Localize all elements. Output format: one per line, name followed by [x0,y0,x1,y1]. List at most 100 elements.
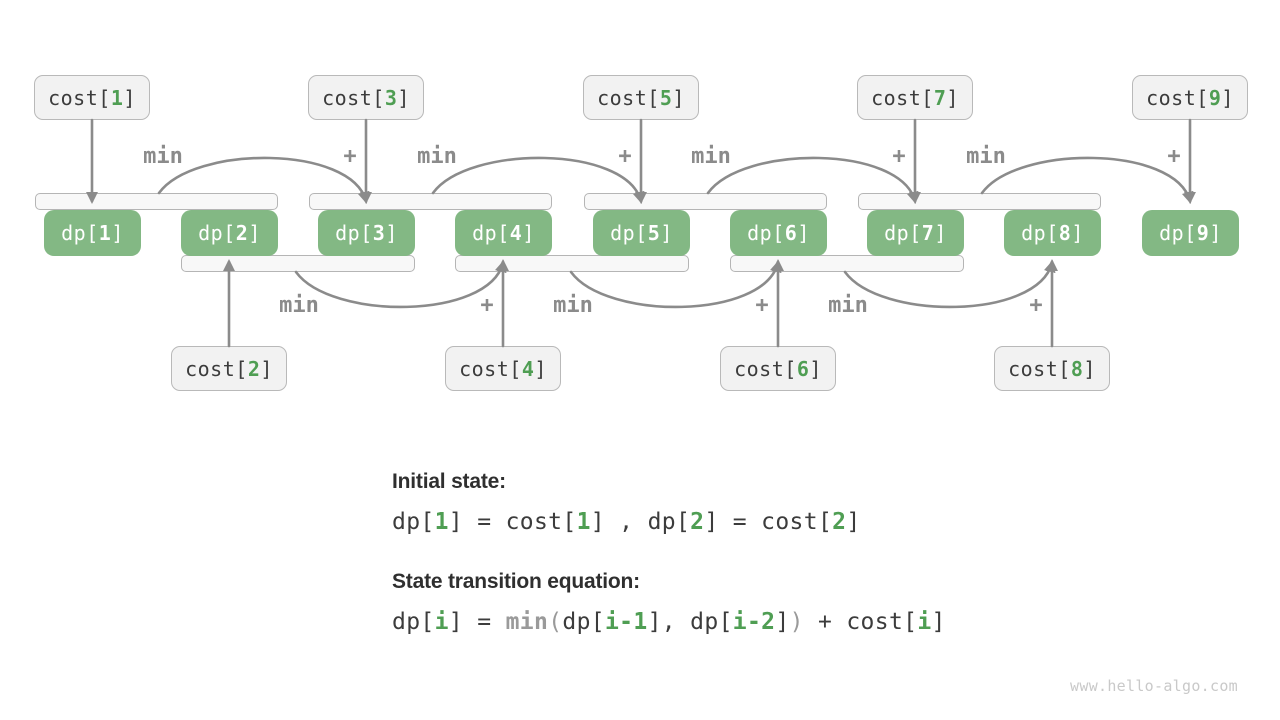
dp-box-6: dp[6] [730,210,827,256]
label-suffix: ] [260,356,273,381]
label-prefix: dp[ [472,221,510,245]
equation-segment: i-2 [732,609,776,635]
cost-box-3: cost[3] [308,75,424,120]
equation-segment: 2 [832,509,847,535]
label-prefix: cost[ [459,356,522,381]
label-prefix: dp[ [610,221,648,245]
label-prefix: dp[ [335,221,373,245]
equation-segment: + cost[ [803,609,918,635]
group-strip-dp4-dp5 [455,255,689,272]
label-prefix: cost[ [871,85,934,110]
min-label: min [279,293,319,318]
label-num: 1 [110,85,124,110]
cost-box-8: cost[8] [994,346,1110,391]
label-prefix: dp[ [1021,221,1059,245]
label-suffix: ] [797,221,810,245]
label-prefix: cost[ [1008,356,1071,381]
label-suffix: ] [1221,85,1234,110]
cost-box-4: cost[4] [445,346,561,391]
label-prefix: cost[ [48,85,111,110]
label-num: 1 [98,221,112,245]
label-prefix: cost[ [185,356,248,381]
equation-segment: ] = cost[ [448,509,577,535]
label-num: 8 [1070,356,1084,381]
plus-label: + [1167,144,1181,169]
dp-box-2: dp[2] [181,210,278,256]
label-suffix: ] [1209,221,1222,245]
equation-segment: ] = cost[ [704,509,833,535]
transition-heading: State transition equation: [392,570,640,593]
dp-cost-diagram: cost[1] cost[3] cost[5] cost[7] cost[9] … [34,75,1248,391]
dp-box-3: dp[3] [318,210,415,256]
label-suffix: ] [934,221,947,245]
initial-state-heading: Initial state: [392,470,506,493]
label-suffix: ] [534,356,547,381]
label-num: 2 [247,356,261,381]
group-strip-dp5-dp6 [584,193,827,210]
plus-label: + [892,144,906,169]
equation-segment: ] [931,609,946,635]
label-num: 4 [521,356,535,381]
equation-segment: ], dp[ [647,609,733,635]
plus-label: + [343,144,357,169]
label-prefix: dp[ [61,221,99,245]
plus-label: + [618,144,632,169]
initial-state-equation: dp[1] = cost[1] , dp[2] = cost[2] [392,509,861,535]
label-num: 6 [784,221,798,245]
watermark: www.hello-algo.com [1070,677,1238,695]
label-prefix: dp[ [1159,221,1197,245]
equation-segment: ] [775,609,790,635]
label-num: 9 [1208,85,1222,110]
label-num: 7 [921,221,935,245]
equation-segment: dp[ [392,609,435,635]
plus-label: + [1029,293,1043,318]
cost-box-2: cost[2] [171,346,287,391]
dp-box-1: dp[1] [44,210,141,256]
min-label: min [828,293,868,318]
dp-box-8: dp[8] [1004,210,1101,256]
group-strip-dp3-dp4 [309,193,552,210]
equation-segment: dp[ [392,509,435,535]
label-suffix: ] [248,221,261,245]
label-num: 4 [509,221,523,245]
dp-box-5: dp[5] [593,210,690,256]
label-suffix: ] [397,85,410,110]
label-suffix: ] [672,85,685,110]
equation-segment: ) [789,609,804,635]
group-strip-dp6-dp7 [730,255,964,272]
dp-box-9: dp[9] [1142,210,1239,256]
label-prefix: cost[ [597,85,660,110]
label-suffix: ] [522,221,535,245]
label-num: 2 [235,221,249,245]
label-prefix: dp[ [198,221,236,245]
label-num: 7 [933,85,947,110]
label-num: 5 [659,85,673,110]
equation-segment: i [434,609,449,635]
equation-segment: ] [846,509,861,535]
equation-segment: i-1 [604,609,648,635]
label-suffix: ] [1071,221,1084,245]
min-label: min [417,144,457,169]
equation-segment: ] = [448,609,506,635]
equation-segment: ( [548,609,563,635]
label-num: 3 [384,85,398,110]
label-suffix: ] [111,221,124,245]
label-num: 5 [647,221,661,245]
label-suffix: ] [123,85,136,110]
min-label: min [966,144,1006,169]
min-label: min [553,293,593,318]
label-num: 8 [1058,221,1072,245]
cost-box-6: cost[6] [720,346,836,391]
cost-box-5: cost[5] [583,75,699,120]
label-suffix: ] [1083,356,1096,381]
equation-segment: ] , dp[ [590,509,691,535]
equation-segment: i [917,609,932,635]
equation-segment: 1 [434,509,449,535]
group-strip-dp2-dp3 [181,255,415,272]
label-suffix: ] [946,85,959,110]
equation-segment: 2 [690,509,705,535]
label-num: 6 [796,356,810,381]
dp-box-7: dp[7] [867,210,964,256]
label-suffix: ] [385,221,398,245]
label-prefix: cost[ [1146,85,1209,110]
